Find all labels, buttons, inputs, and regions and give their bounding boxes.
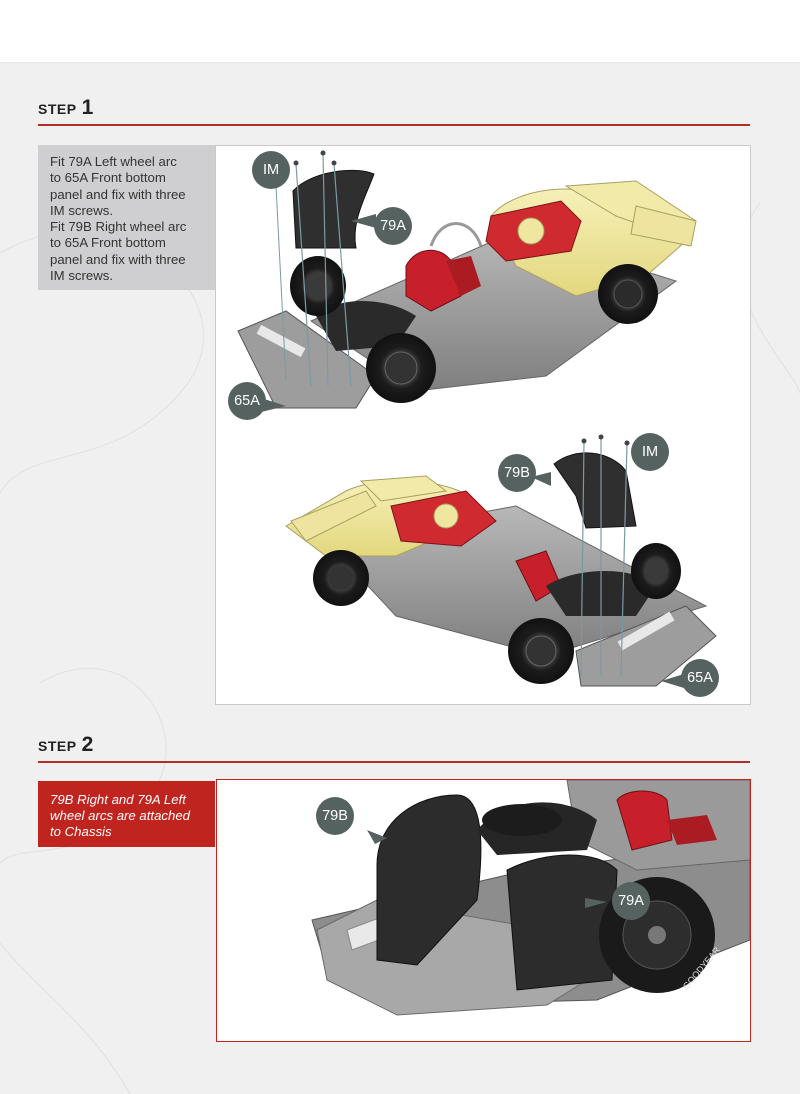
step-2-rule bbox=[38, 761, 750, 763]
label-65a-bottom: 65A bbox=[681, 659, 719, 697]
label-im-top: IM bbox=[252, 151, 290, 189]
step-1-word: STEP bbox=[38, 101, 77, 117]
instruction-line: to Chassis bbox=[50, 824, 112, 839]
instruction-line: panel and fix with three bbox=[50, 186, 186, 202]
step-1-rule bbox=[38, 124, 750, 126]
step-2-instructions: 79B Right and 79A Left wheel arcs are at… bbox=[38, 781, 215, 847]
label-79a: 79A bbox=[374, 207, 412, 245]
header-band bbox=[0, 0, 800, 62]
instruction-line: wheel arcs are attached bbox=[50, 808, 191, 823]
step-2-drawing: GOODYEAR bbox=[311, 780, 750, 1016]
step-1-illustration: IM 79A 65A 79B IM 65A bbox=[215, 145, 751, 705]
label-65a-top: 65A bbox=[228, 382, 266, 420]
step-2-illustration: GOODYEAR 79B 79A bbox=[216, 779, 751, 1042]
label-79b-step2: 79B bbox=[316, 797, 354, 835]
instruction-line: IM screws. bbox=[50, 268, 114, 284]
instruction-line: Fit 79B Right wheel arc bbox=[50, 219, 187, 235]
label-im-bottom: IM bbox=[631, 433, 669, 471]
step-1-heading: STEP 1 bbox=[38, 96, 750, 126]
header-divider bbox=[0, 62, 800, 63]
step-2-heading: STEP 2 bbox=[38, 733, 750, 763]
step-2-word: STEP bbox=[38, 738, 77, 754]
step-1-drawing bbox=[237, 150, 717, 688]
label-79a-step2: 79A bbox=[612, 882, 650, 920]
car-upper bbox=[237, 150, 697, 412]
label-79b: 79B bbox=[498, 454, 536, 492]
instruction-line: Fit 79A Left wheel arc bbox=[50, 154, 177, 169]
instruction-line: 79B Right and 79A Left bbox=[50, 792, 186, 807]
instruction-line: IM screws. bbox=[50, 202, 114, 218]
instruction-line: to 65A Front bottom bbox=[50, 235, 166, 251]
instruction-line: panel and fix with three bbox=[50, 251, 186, 267]
step-2-number: 2 bbox=[81, 733, 94, 756]
car-lower bbox=[285, 434, 717, 688]
step-1-number: 1 bbox=[81, 96, 94, 119]
step-1-instructions: Fit 79A Left wheel arc to 65A Front bott… bbox=[38, 145, 215, 290]
instruction-line: to 65A Front bottom bbox=[50, 170, 166, 186]
